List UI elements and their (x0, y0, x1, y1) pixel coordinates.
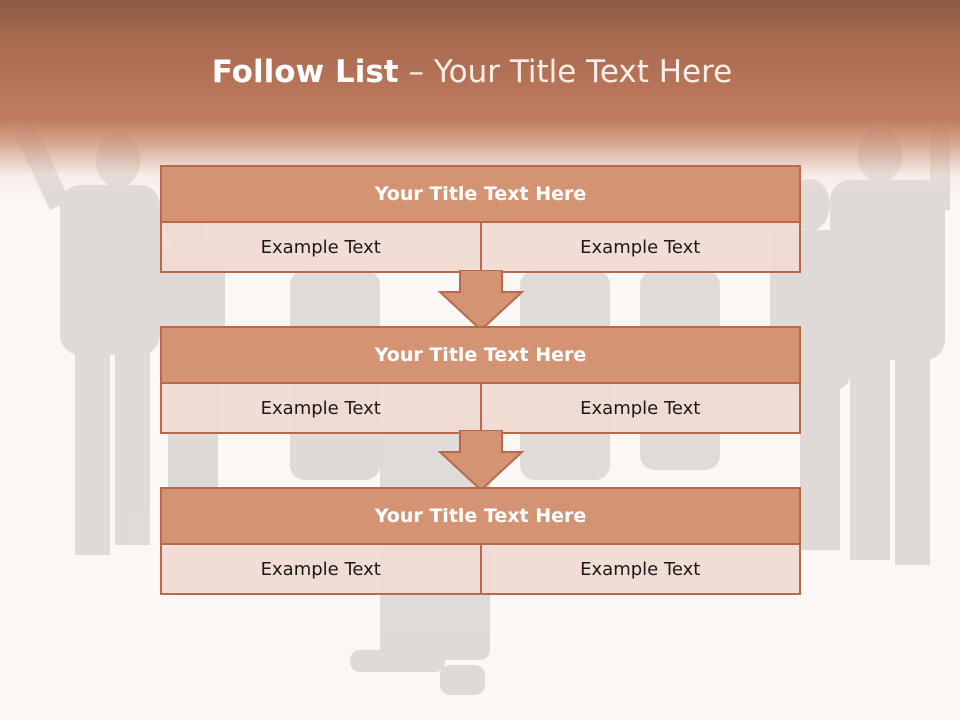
step-cell: Example Text (479, 384, 799, 432)
down-arrow-icon (438, 270, 524, 332)
slide-title: Follow List – Your Title Text Here (0, 54, 944, 90)
step-title: Your Title Text Here (162, 167, 799, 223)
step-title: Your Title Text Here (162, 328, 799, 384)
step-cell: Example Text (162, 223, 480, 271)
step-cell: Example Text (162, 545, 480, 593)
step-row: Example Text Example Text (162, 223, 799, 271)
step-box-3: Your Title Text Here Example Text Exampl… (160, 487, 801, 595)
step-box-1: Your Title Text Here Example Text Exampl… (160, 165, 801, 273)
step-cell: Example Text (162, 384, 480, 432)
slide-title-bold: Follow List (211, 54, 399, 90)
step-cell: Example Text (479, 223, 799, 271)
slide-title-rest: – Your Title Text Here (398, 54, 733, 90)
step-row: Example Text Example Text (162, 545, 799, 593)
step-cell: Example Text (479, 545, 799, 593)
step-box-2: Your Title Text Here Example Text Exampl… (160, 326, 801, 434)
down-arrow-icon (438, 430, 524, 492)
step-title: Your Title Text Here (162, 489, 799, 545)
step-row: Example Text Example Text (162, 384, 799, 432)
